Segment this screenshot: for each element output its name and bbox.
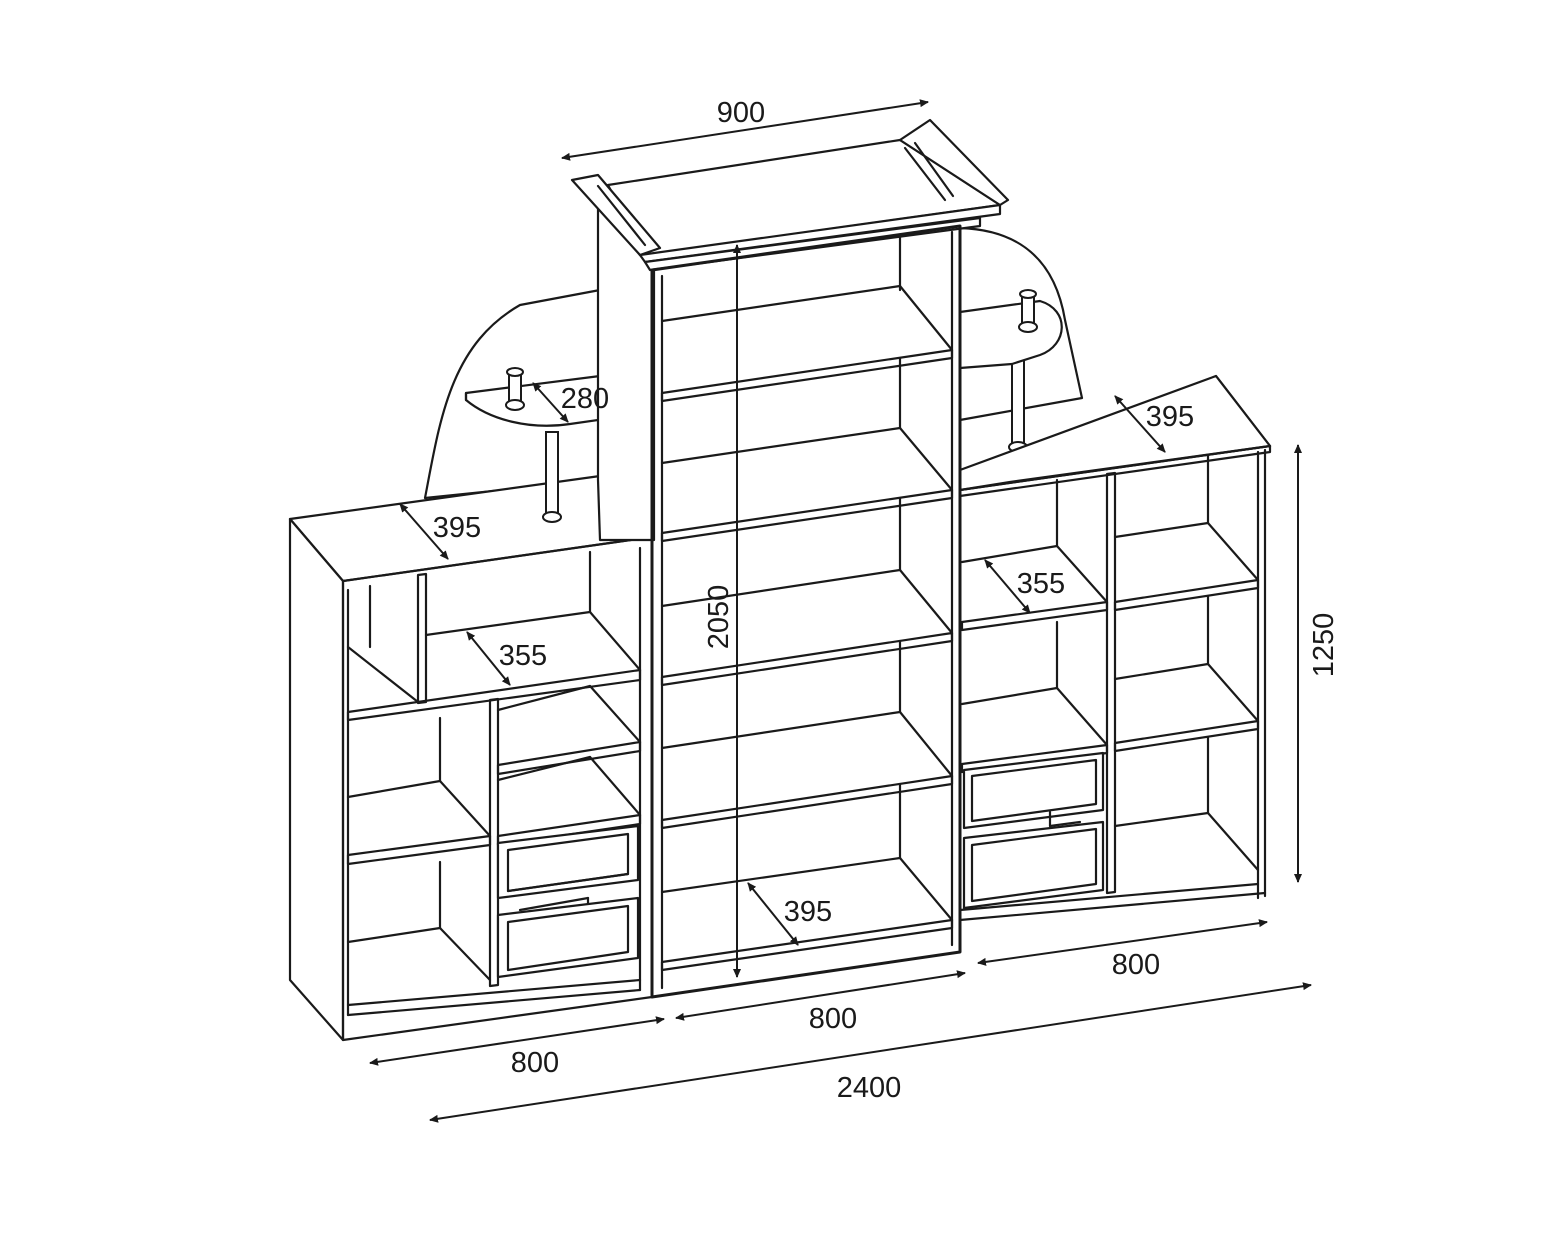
right-upper-drawer	[962, 751, 1105, 830]
dim-label-355-right: 355	[1017, 568, 1065, 600]
right-cabinet	[958, 374, 1272, 922]
dim-label-395-left-top: 395	[433, 512, 481, 544]
dim-line-395-right-top	[1114, 395, 1166, 453]
dim-line-355-right	[984, 559, 1031, 614]
dim-label-1250: 1250	[1308, 613, 1340, 678]
dim-line-280	[532, 382, 569, 423]
dim-label-900: 900	[717, 97, 765, 129]
dim-label-2050: 2050	[703, 585, 735, 650]
dim-line-355-left	[466, 631, 511, 686]
dim-label-395-center: 395	[784, 896, 832, 928]
right-lower-drawer	[962, 810, 1105, 910]
left-lower-drawer	[496, 896, 640, 979]
dim-line-2400	[429, 982, 1312, 1123]
dim-label-355-left: 355	[499, 640, 547, 672]
dim-line-395-left-top	[399, 503, 449, 560]
dim-label-800-right: 800	[1112, 949, 1160, 981]
dim-line-900	[561, 99, 929, 161]
center-tall-cabinet	[570, 118, 1010, 999]
dim-line-800-right	[977, 919, 1268, 966]
dim-label-800-center: 800	[809, 1003, 857, 1035]
dim-label-800-left: 800	[511, 1047, 559, 1079]
dim-label-2400: 2400	[837, 1072, 902, 1104]
dim-label-280: 280	[561, 383, 609, 415]
dimension-lines	[369, 99, 1312, 1123]
dim-line-395-center	[747, 882, 799, 946]
dimension-labels: 900 280 395 395 355 355 2050 1250 395 80…	[433, 97, 1340, 1104]
left-cabinet	[288, 474, 654, 1042]
dim-label-395-right-top: 395	[1146, 401, 1194, 433]
left-upper-drawer	[496, 824, 640, 900]
